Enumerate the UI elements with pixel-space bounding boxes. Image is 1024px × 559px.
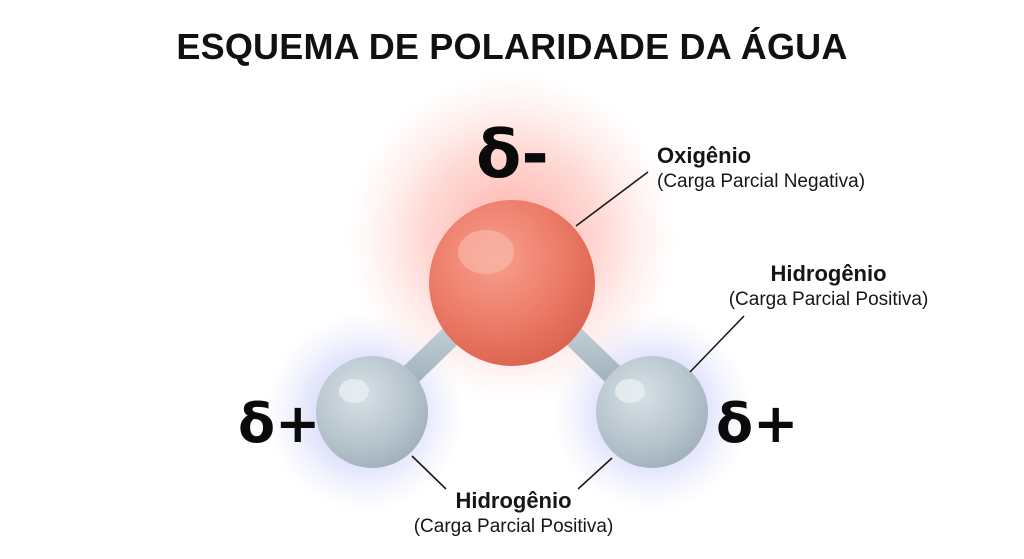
hydrogen-bottom-label-desc: (Carga Parcial Positiva) [413, 516, 614, 537]
oxygen-label-desc: (Carga Parcial Negativa) [657, 171, 866, 192]
oxygen-charge-symbol: δ- [476, 116, 549, 193]
page-title: ESQUEMA DE POLARIDADE DA ÁGUA [176, 26, 848, 67]
hydrogen-left-leader-line [411, 455, 447, 490]
hydrogen-bottom-label-name: Hidrogênio [455, 488, 572, 513]
hydrogen-right-label-desc: (Carga Parcial Positiva) [728, 289, 929, 310]
hydrogen-right-label: Hidrogênio (Carga Parcial Positiva) [706, 260, 951, 312]
oxygen-leader-line [575, 171, 649, 227]
hydrogen-bottom-label: Hidrogênio (Carga Parcial Positiva) [386, 487, 641, 539]
hydrogen-right-bottom-leader-line [577, 457, 613, 490]
oxygen-atom [429, 200, 595, 366]
hydrogen-right-charge-symbol: δ+ [716, 392, 799, 455]
hydrogen-right-label-name: Hidrogênio [770, 261, 887, 286]
hydrogen-right-leader-line [689, 315, 745, 373]
oxygen-label: Oxigênio (Carga Parcial Negativa) [657, 142, 865, 194]
hydrogen-left-atom [316, 356, 428, 468]
hydrogen-left-charge-symbol: δ+ [238, 392, 321, 455]
oxygen-label-name: Oxigênio [657, 143, 752, 168]
hydrogen-right-atom [596, 356, 708, 468]
